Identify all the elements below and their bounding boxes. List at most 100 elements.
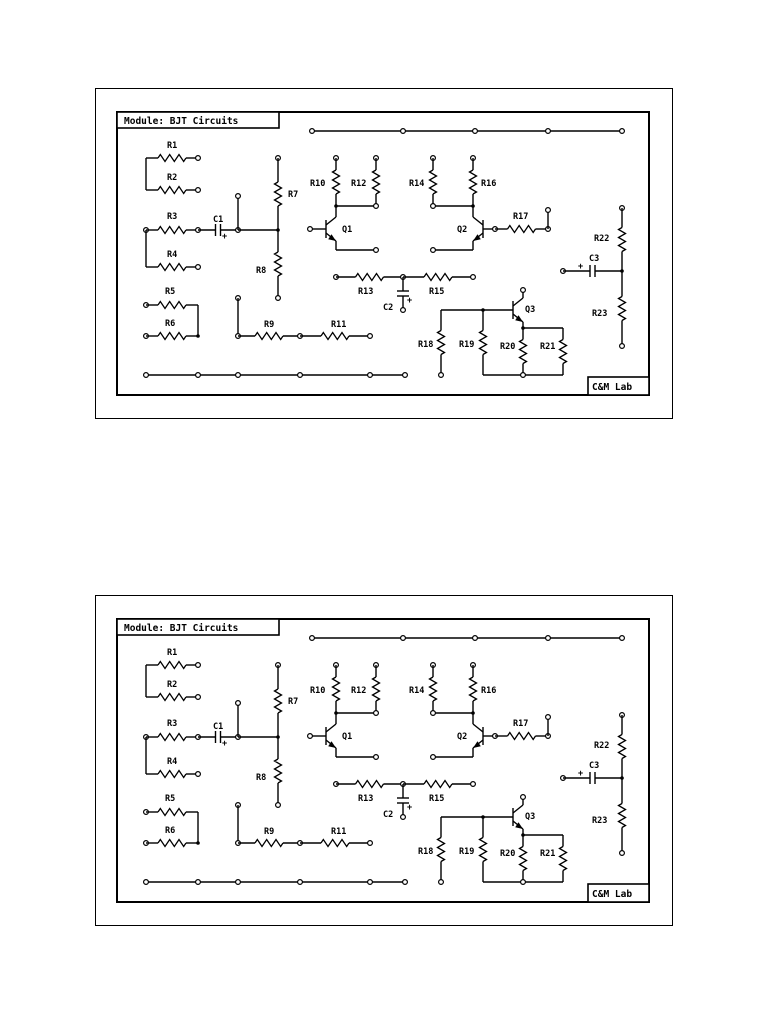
- component-label-q2: Q2: [457, 732, 467, 742]
- terminal-node[interactable]: [373, 709, 380, 716]
- terminal-node[interactable]: [519, 794, 526, 801]
- resistor-r4: [157, 769, 187, 779]
- terminal-node[interactable]: [544, 206, 551, 213]
- terminal-node[interactable]: [143, 372, 150, 379]
- terminal-node[interactable]: [618, 343, 625, 350]
- component-label-r23: R23: [592, 309, 607, 319]
- terminal-node[interactable]: [430, 754, 437, 761]
- terminal-node[interactable]: [430, 709, 437, 716]
- terminal-node[interactable]: [400, 814, 407, 821]
- wire: [512, 804, 524, 814]
- terminal-node[interactable]: [544, 713, 551, 720]
- page-frame: [95, 88, 673, 419]
- emitter-arrow: [473, 234, 481, 241]
- terminal-node[interactable]: [275, 295, 282, 302]
- resistor-r18: [436, 329, 446, 356]
- resistor-r1: [157, 153, 187, 163]
- terminal-node[interactable]: [373, 247, 380, 254]
- component-label-r7: R7: [288, 190, 298, 200]
- terminal-node[interactable]: [519, 372, 526, 379]
- resistor-r23: [617, 802, 627, 829]
- terminal-node[interactable]: [430, 202, 437, 209]
- terminal-node[interactable]: [400, 634, 407, 641]
- component-label-r21: R21: [540, 849, 555, 859]
- terminal-node[interactable]: [373, 202, 380, 209]
- terminal-node[interactable]: [275, 802, 282, 809]
- terminal-node[interactable]: [470, 274, 477, 281]
- resistor-r12: [371, 676, 381, 702]
- resistor-r14: [428, 169, 438, 195]
- resistor-r21: [558, 845, 568, 872]
- terminal-node[interactable]: [438, 372, 445, 379]
- terminal-node[interactable]: [519, 287, 526, 294]
- terminal-node[interactable]: [309, 127, 316, 134]
- terminal-node[interactable]: [235, 879, 242, 886]
- emitter-arrow: [473, 741, 481, 748]
- terminal-node[interactable]: [472, 634, 479, 641]
- terminal-node[interactable]: [195, 771, 202, 778]
- component-label-r13: R13: [358, 287, 373, 297]
- capacitor-polarity: +: [222, 739, 227, 749]
- terminal-node[interactable]: [309, 634, 316, 641]
- component-label-c3: C3: [589, 761, 599, 771]
- terminal-node[interactable]: [235, 372, 242, 379]
- terminal-node[interactable]: [367, 879, 374, 886]
- wire: [472, 216, 484, 226]
- resistor-r8: [273, 251, 283, 277]
- resistor-r17: [506, 731, 537, 741]
- component-label-r6: R6: [165, 319, 175, 329]
- terminal-node[interactable]: [307, 226, 314, 233]
- resistor-r15: [423, 272, 453, 282]
- resistor-r3: [157, 225, 187, 235]
- terminal-node[interactable]: [297, 879, 304, 886]
- terminal-node[interactable]: [544, 634, 551, 641]
- terminal-node[interactable]: [519, 879, 526, 886]
- resistor-r19: [478, 836, 488, 863]
- component-label-r23: R23: [592, 816, 607, 826]
- component-label-c2: C2: [383, 810, 393, 820]
- terminal-node[interactable]: [438, 879, 445, 886]
- component-label-r8: R8: [256, 773, 266, 783]
- component-label-r11: R11: [331, 827, 346, 837]
- terminal-node[interactable]: [373, 754, 380, 761]
- terminal-node[interactable]: [195, 372, 202, 379]
- junction-dot: [471, 204, 475, 208]
- terminal-node[interactable]: [195, 661, 202, 668]
- terminal-node[interactable]: [400, 307, 407, 314]
- terminal-node[interactable]: [195, 154, 202, 161]
- terminal-node[interactable]: [235, 699, 242, 706]
- terminal-node[interactable]: [400, 127, 407, 134]
- title-box: [116, 618, 280, 636]
- terminal-node[interactable]: [618, 634, 625, 641]
- terminal-node[interactable]: [143, 879, 150, 886]
- transistor-q3: [512, 297, 524, 323]
- terminal-node[interactable]: [618, 850, 625, 857]
- junction-dot: [196, 334, 200, 338]
- terminal-node[interactable]: [367, 840, 374, 847]
- terminal-node[interactable]: [235, 192, 242, 199]
- terminal-node[interactable]: [195, 264, 202, 271]
- emitter-arrow: [328, 234, 336, 241]
- resistor-r3: [157, 732, 187, 742]
- terminal-node[interactable]: [470, 781, 477, 788]
- terminal-node[interactable]: [195, 186, 202, 193]
- terminal-node[interactable]: [195, 693, 202, 700]
- component-label-q3: Q3: [525, 305, 535, 315]
- resistor-r9: [254, 331, 284, 341]
- terminal-node[interactable]: [402, 372, 409, 379]
- component-label-r19: R19: [459, 847, 474, 857]
- terminal-node[interactable]: [367, 372, 374, 379]
- terminal-node[interactable]: [430, 247, 437, 254]
- terminal-node[interactable]: [618, 127, 625, 134]
- terminal-node[interactable]: [297, 372, 304, 379]
- terminal-node[interactable]: [367, 333, 374, 340]
- component-label-r3: R3: [167, 212, 177, 222]
- component-label-r2: R2: [167, 173, 177, 183]
- terminal-node[interactable]: [195, 879, 202, 886]
- terminal-node[interactable]: [472, 127, 479, 134]
- component-label-r17: R17: [513, 212, 528, 222]
- terminal-node[interactable]: [307, 733, 314, 740]
- terminal-node[interactable]: [402, 879, 409, 886]
- terminal-node[interactable]: [544, 127, 551, 134]
